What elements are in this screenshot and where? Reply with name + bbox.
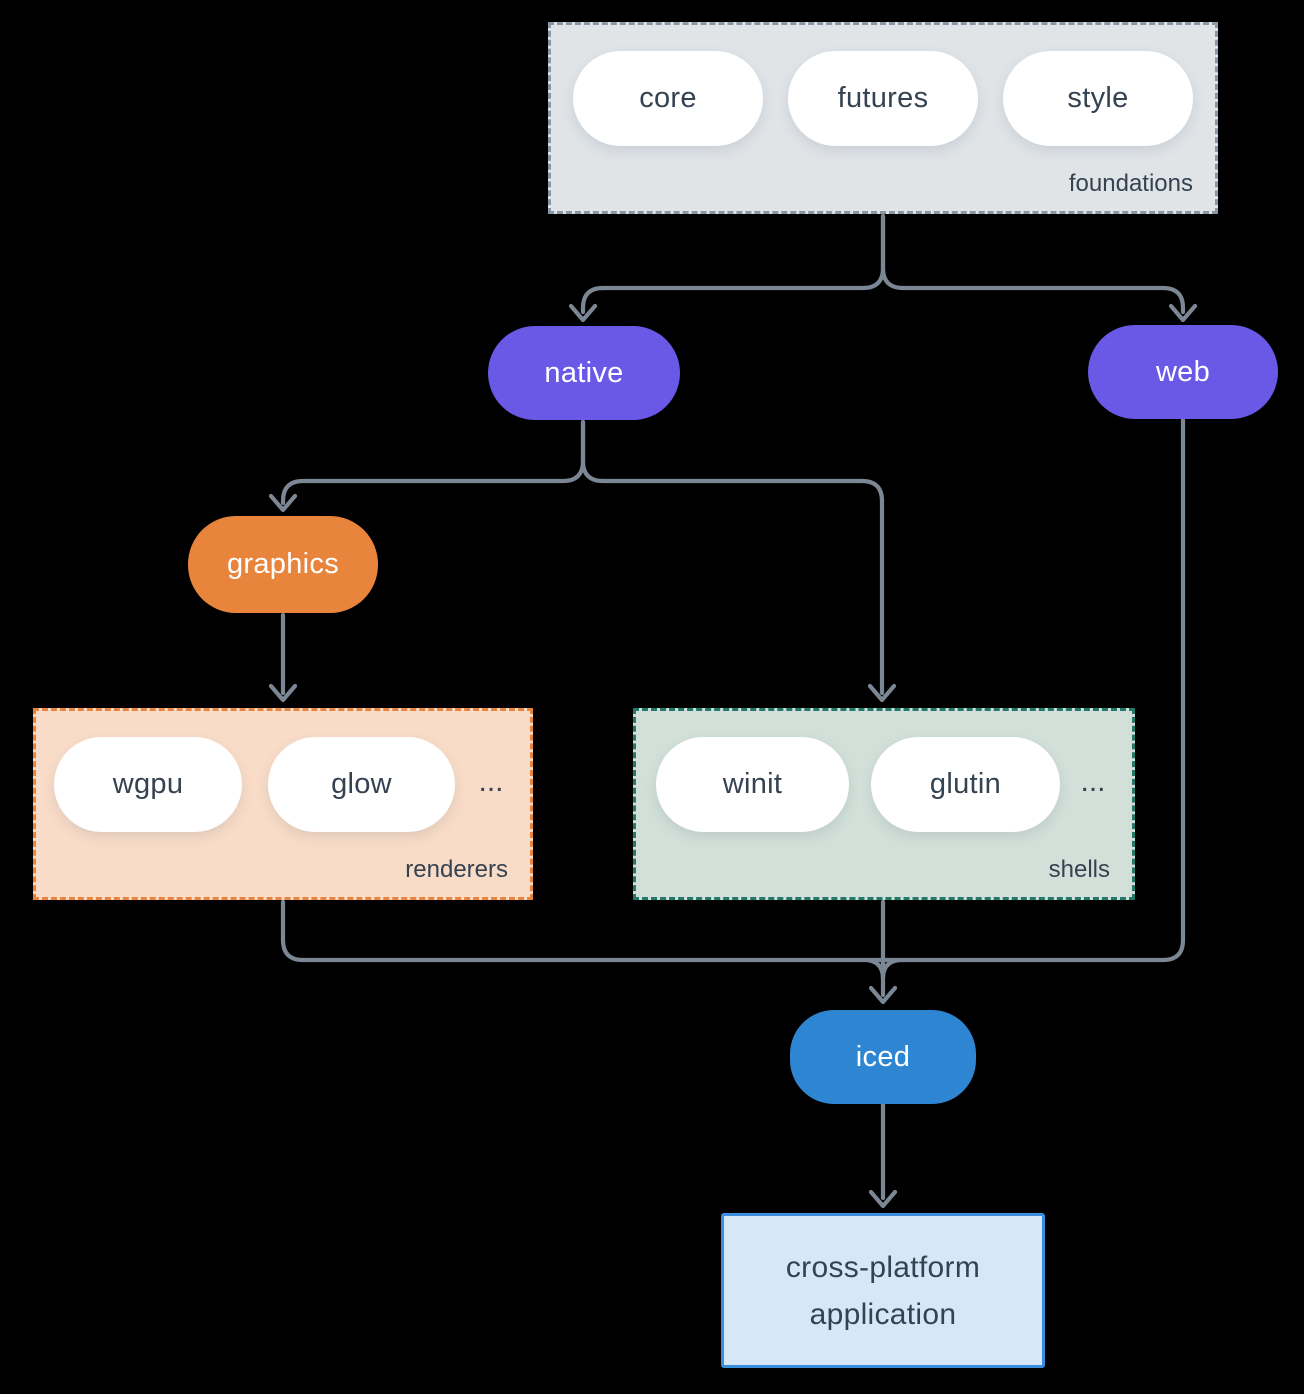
node-core: core [573,51,763,146]
edge-foundations-native [580,213,886,315]
node-winit-label: winit [722,768,783,800]
group-renderers: wgpu glow ... renderers [33,708,533,900]
renderers-ellipsis: ... [478,765,504,798]
node-graphics-label: graphics [226,548,339,580]
node-web-label: web [1155,355,1211,388]
node-glutin-label: glutin [929,768,1002,800]
group-shells: winit glutin ... shells [633,708,1135,900]
node-graphics: graphics [188,516,378,613]
node-iced-label: iced [855,1040,911,1073]
app-box-line2: application [809,1297,957,1331]
group-shells-label: shells [1048,856,1110,883]
app-box-line1: cross-platform [785,1250,981,1284]
arrowhead-iced [868,985,898,1005]
edge-foundations-web [880,213,1186,315]
edge-native-shells [580,419,885,696]
merge-fillet-right [880,957,902,981]
cross-platform-application-box: cross-platform application [721,1213,1045,1368]
merge-fillet-left [864,957,886,981]
node-glow-label: glow [331,768,392,800]
group-foundations: core futures style foundations [548,22,1218,214]
node-futures-label: futures [837,82,929,114]
node-style-label: style [1067,82,1129,114]
arrowhead-native [568,303,598,323]
node-winit: winit [656,737,849,832]
node-core-label: core [639,82,697,114]
group-foundations-label: foundations [1068,170,1193,197]
node-wgpu: wgpu [54,737,242,832]
node-glutin: glutin [871,737,1060,832]
edge-web-merge [880,417,1186,963]
arrowhead-graphics [268,493,298,513]
node-iced: iced [790,1010,976,1104]
arrowhead-web [1168,303,1198,323]
node-style: style [1003,51,1193,146]
arrowhead-application [868,1189,898,1209]
node-native-label: native [544,356,624,389]
node-futures: futures [788,51,978,146]
node-wgpu-label: wgpu [112,768,184,800]
arrowhead-shells [867,683,897,703]
arrowhead-renderers [268,683,298,703]
node-native: native [488,326,680,420]
shells-ellipsis: ... [1080,765,1106,798]
edge-renderers-merge [280,899,886,963]
node-glow: glow [268,737,455,832]
edge-native-graphics [280,419,586,506]
node-web: web [1088,325,1278,419]
group-renderers-label: renderers [405,856,508,883]
